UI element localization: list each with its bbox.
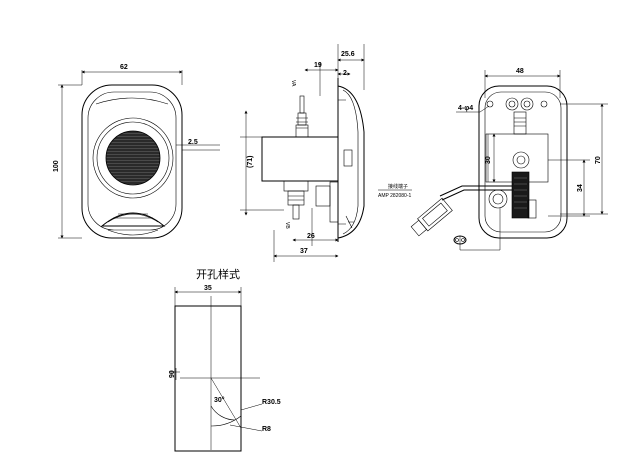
inlet-fitting xyxy=(299,95,305,114)
outlet-fitting xyxy=(292,204,300,220)
sensor-ring-outer xyxy=(92,117,174,199)
rear-sensor-port xyxy=(488,189,508,209)
cutout-angle-label: 30° xyxy=(214,396,225,404)
amp-connector xyxy=(417,197,453,232)
front-height-label: 100 xyxy=(53,160,60,172)
rear-width-label: 48 xyxy=(516,68,524,75)
cutout-radius-outer-label: R30.5 xyxy=(262,399,281,406)
mount-hole-top-left xyxy=(486,100,494,108)
sensor-grille xyxy=(105,130,161,186)
sensor-ring-mid xyxy=(96,121,170,195)
rear-connector xyxy=(511,171,530,219)
cutout-width-label: 35 xyxy=(204,285,212,292)
connector-title: 接线端子 xyxy=(388,183,408,190)
side-height-label: (71) xyxy=(247,156,254,168)
front-inner-outline xyxy=(87,91,177,231)
cable xyxy=(439,185,512,197)
side-thickness-label: 2 xyxy=(343,70,347,77)
connector-part: AMP 282080-1 xyxy=(378,193,411,199)
side-body xyxy=(261,136,339,182)
cutout-title: 开孔样式 xyxy=(196,267,240,281)
rear-lower-label: 34 xyxy=(577,184,584,192)
cutout-height-label: 90 xyxy=(169,370,176,378)
side-inlet-label: VA xyxy=(290,80,296,87)
side-view: VA VB 25.6 19 2 (71) 26 37 xyxy=(240,44,365,262)
mount-hole-top-right xyxy=(540,100,548,108)
side-lower-offset-label: 26 xyxy=(307,233,315,240)
cutout-outline xyxy=(174,305,242,452)
rear-hole-label: 4-φ4 xyxy=(458,105,473,112)
front-cover-label: 2.5 xyxy=(188,139,198,146)
rear-offset-label: 30 xyxy=(485,156,492,164)
valve-port xyxy=(512,151,530,169)
cutout-radius-inner-label: R8 xyxy=(262,426,271,433)
side-outlet-label: VB xyxy=(284,222,290,229)
front-housing xyxy=(81,84,183,239)
side-depth-label: 25.6 xyxy=(341,51,355,58)
side-bottom-label: 37 xyxy=(300,248,308,255)
rear-height-label: 70 xyxy=(595,156,602,164)
rear-view: 接线端子 AMP 282080-1 48 4-φ4 30 34 70 xyxy=(378,68,608,251)
front-width-label: 62 xyxy=(120,64,128,71)
cutout-view: 开孔样式 35 90 30° R30.5 R8 xyxy=(169,267,281,452)
rear-housing xyxy=(478,85,568,239)
front-view: 62 100 2.5 xyxy=(53,64,220,239)
side-top-offset-label: 19 xyxy=(314,62,322,69)
side-cover-profile xyxy=(337,85,365,239)
front-bottom-vent xyxy=(100,212,166,227)
front-top-highlight xyxy=(95,97,169,105)
